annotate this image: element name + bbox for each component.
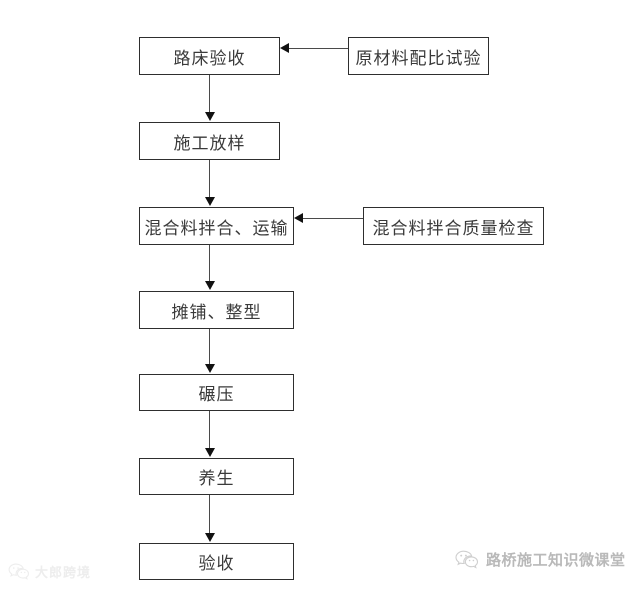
connector-roadbed-to-setting-out xyxy=(209,75,210,113)
flow-node-label: 摊铺、整型 xyxy=(171,302,262,322)
arrowhead-down-icon xyxy=(205,281,215,290)
arrowhead-down-icon xyxy=(205,448,215,457)
flow-node-final-acceptance[interactable]: 验收 xyxy=(139,543,294,580)
wechat-icon xyxy=(455,550,479,570)
flow-node-roadbed-acceptance[interactable]: 路床验收 xyxy=(139,37,280,75)
connector-compaction-to-curing xyxy=(209,411,210,449)
flow-node-label: 碾压 xyxy=(198,385,235,404)
flow-node-raw-material-mix-test[interactable]: 原材料配比试验 xyxy=(348,37,489,75)
arrowhead-left-icon xyxy=(280,43,289,53)
watermark-bottom-left: 大郎跨境 xyxy=(8,562,91,581)
flow-node-compaction[interactable]: 碾压 xyxy=(139,374,294,411)
connector-mixing-to-paving xyxy=(209,245,210,282)
connector-curing-to-acceptance xyxy=(209,495,210,534)
flow-node-label: 路床验收 xyxy=(173,48,246,68)
flow-node-label: 验收 xyxy=(198,554,235,573)
connector-quality-check-to-mixing xyxy=(302,218,363,219)
arrowhead-down-icon xyxy=(205,364,215,373)
flow-node-label: 混合料拌合质量检查 xyxy=(372,218,535,238)
flow-node-label: 施工放样 xyxy=(173,133,246,153)
arrowhead-down-icon xyxy=(205,533,215,542)
arrowhead-down-icon xyxy=(205,112,215,121)
flow-node-label: 混合料拌合、运输 xyxy=(144,218,289,238)
flow-node-construction-setting-out[interactable]: 施工放样 xyxy=(139,122,280,160)
arrowhead-down-icon xyxy=(205,197,215,206)
flow-node-mixing-transport[interactable]: 混合料拌合、运输 xyxy=(139,207,294,245)
connector-raw-material-to-roadbed xyxy=(288,48,348,49)
flow-node-paving-shaping[interactable]: 摊铺、整型 xyxy=(139,291,294,329)
flow-node-mixing-quality-check[interactable]: 混合料拌合质量检查 xyxy=(363,207,544,245)
watermark-bottom-right: 路桥施工知识微课堂 xyxy=(455,549,626,570)
arrowhead-left-icon xyxy=(294,213,303,223)
wechat-icon xyxy=(8,563,30,581)
connector-setting-out-to-mixing xyxy=(209,160,210,198)
watermark-bottom-left-text: 大郎跨境 xyxy=(35,565,92,580)
flow-node-label: 原材料配比试验 xyxy=(355,48,482,68)
watermark-bottom-right-text: 路桥施工知识微课堂 xyxy=(486,552,626,569)
connector-paving-to-compaction xyxy=(209,329,210,365)
flow-node-label: 养生 xyxy=(198,469,235,488)
flow-node-curing[interactable]: 养生 xyxy=(139,458,294,495)
